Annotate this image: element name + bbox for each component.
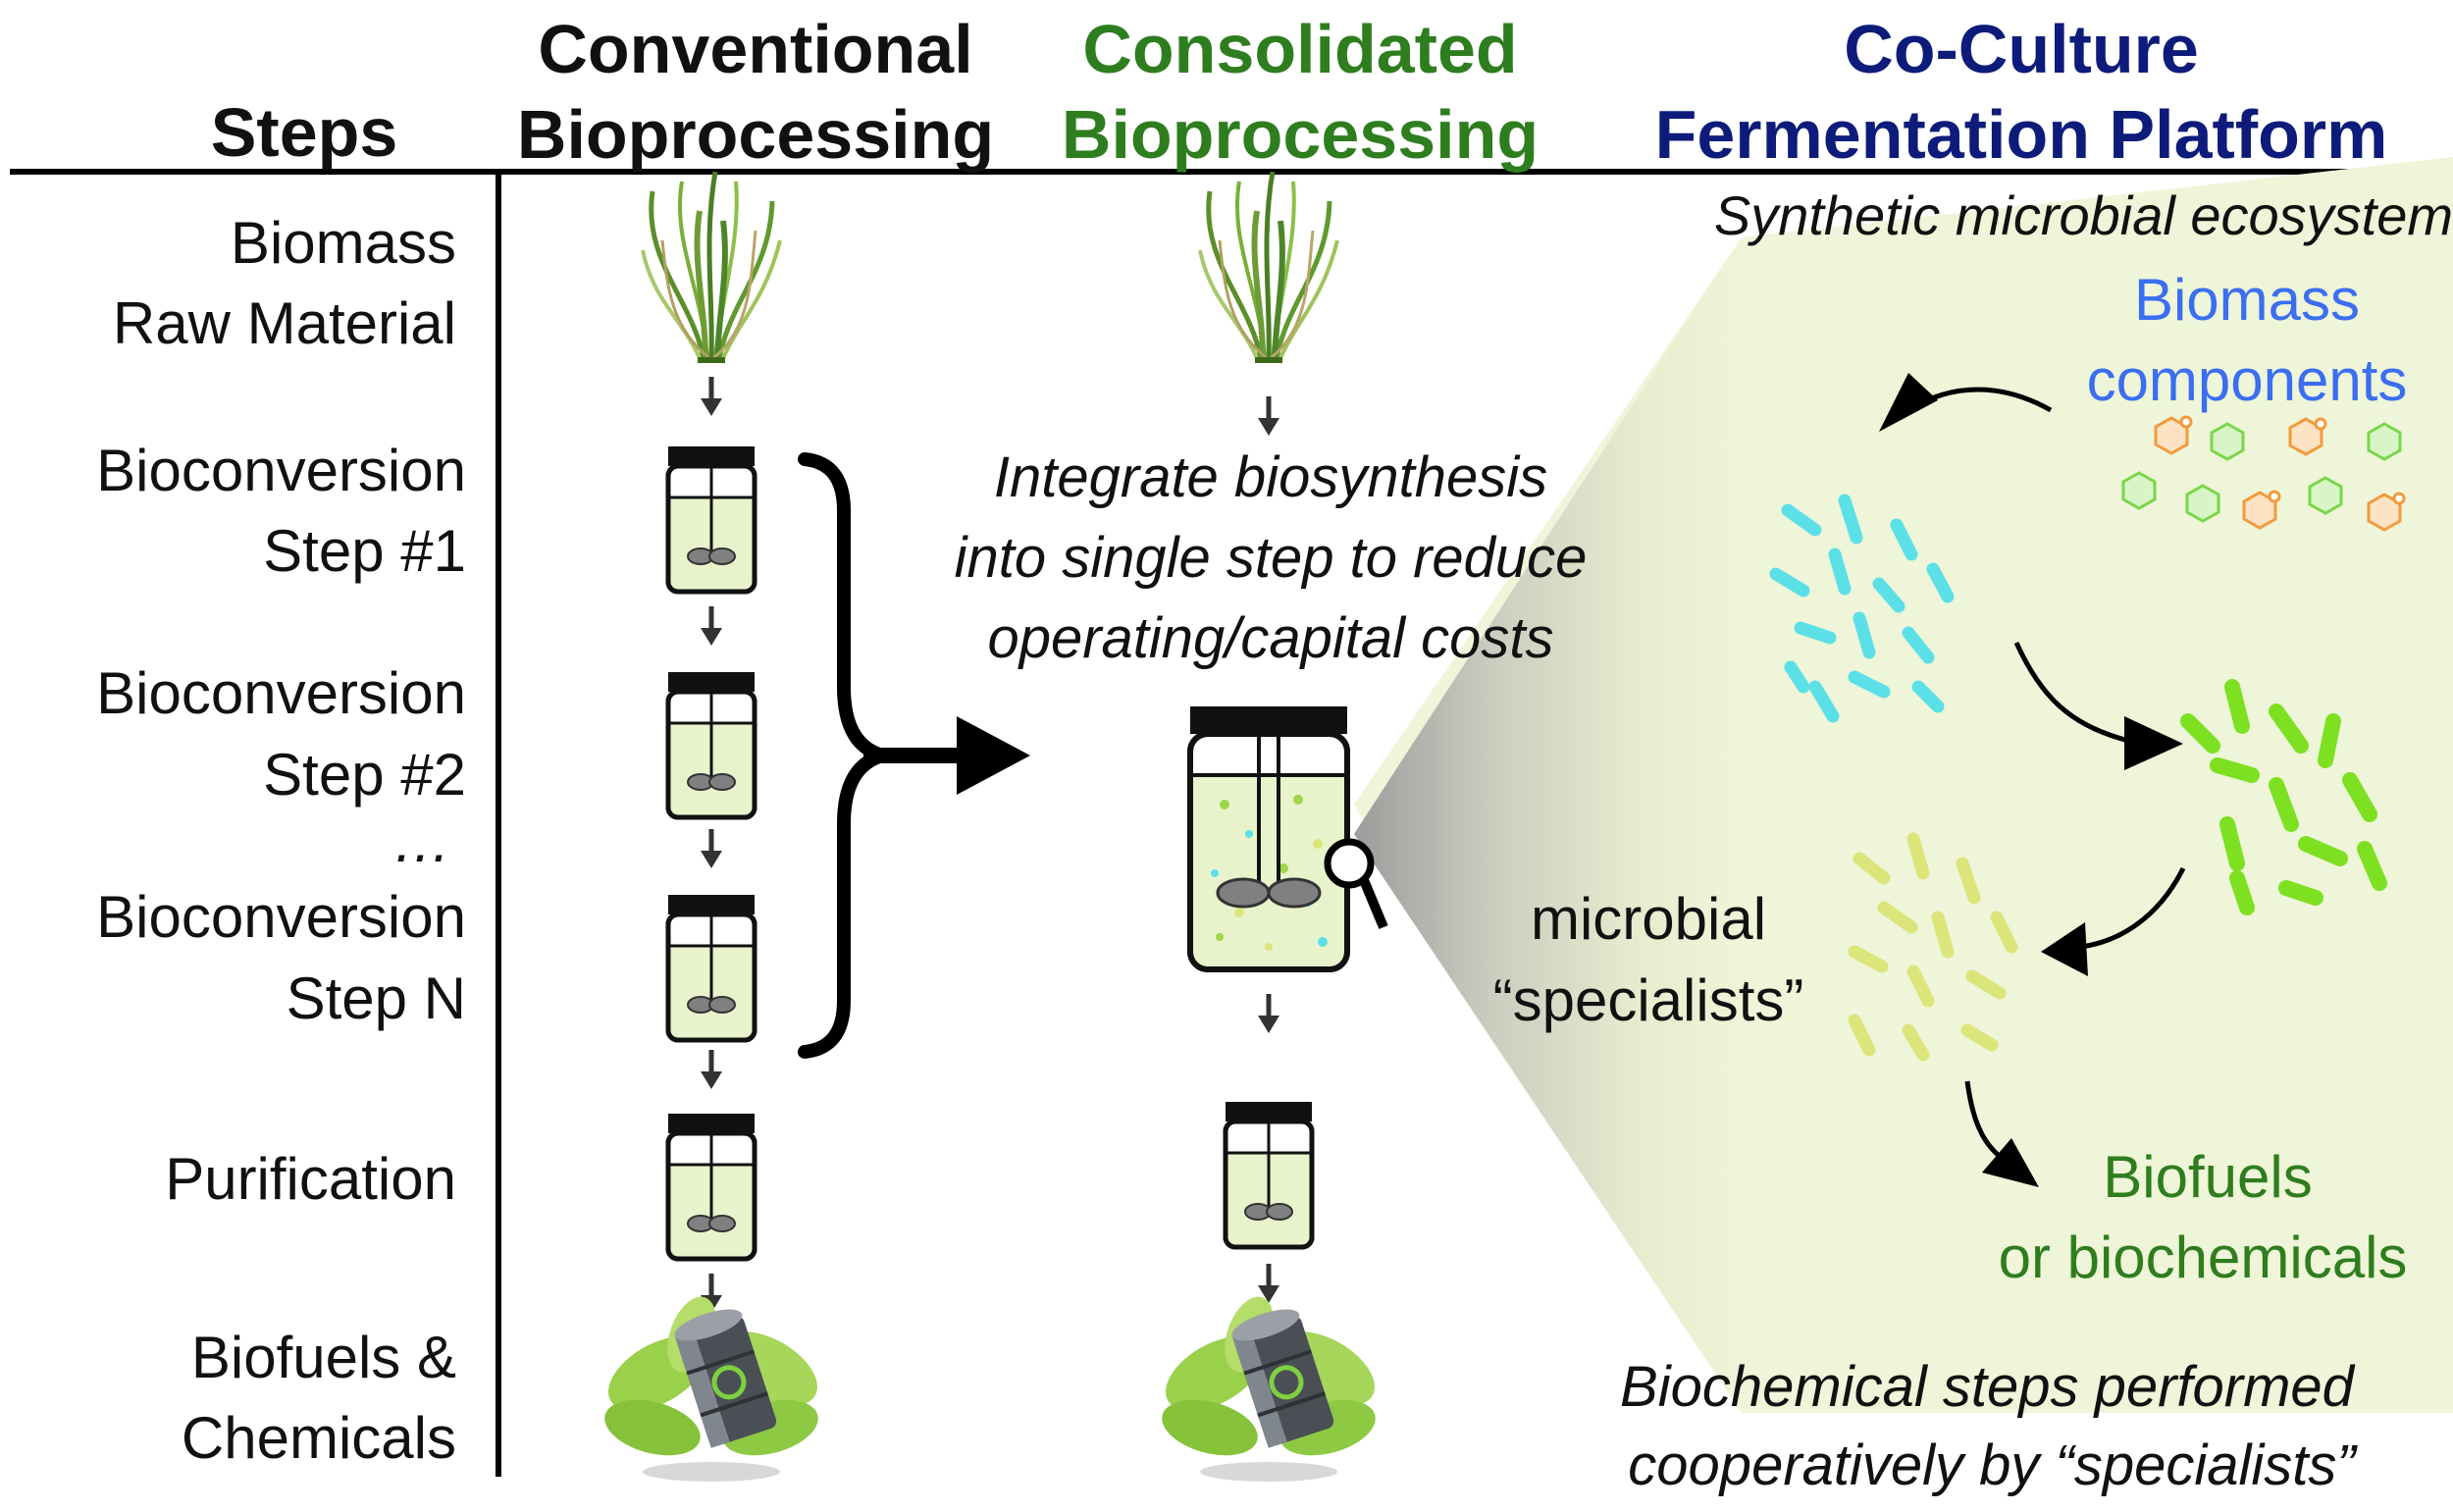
header-coculture-line2: Fermentation Platform bbox=[1654, 96, 2388, 173]
specialists-line1: microbial bbox=[1530, 886, 1767, 952]
magnifier-icon bbox=[1324, 838, 1388, 929]
step-bioconversion1-line1: Bioconversion bbox=[96, 438, 466, 503]
step-bioconversion1-line2: Step #1 bbox=[263, 518, 466, 584]
step-ellipsis: … bbox=[392, 808, 451, 874]
step-biomass-line2: Raw Material bbox=[112, 290, 456, 356]
step-bioconversion2-line2: Step #2 bbox=[263, 742, 466, 808]
header-steps: Steps bbox=[210, 94, 398, 171]
biomass-components-line2: components bbox=[2086, 347, 2408, 413]
header-conventional-line2: Bioprocessing bbox=[516, 96, 995, 173]
consolidated-note-line3: operating/capital costs bbox=[987, 606, 1554, 670]
footer-line1: Biochemical steps performed bbox=[1620, 1355, 2354, 1419]
step-bioconversionN-line2: Step N bbox=[286, 965, 466, 1031]
step-bioconversion2-line1: Bioconversion bbox=[96, 660, 466, 726]
consolidated-note-line2: into single step to reduce bbox=[954, 526, 1588, 590]
header-consolidated-line2: Bioprocessing bbox=[1061, 96, 1540, 173]
biomass-components-line1: Biomass bbox=[2133, 267, 2361, 333]
main-bioreactor bbox=[1187, 706, 1350, 972]
footer-line2: cooperatively by “specialists” bbox=[1628, 1434, 2356, 1497]
header-conventional-line1: Conventional bbox=[538, 11, 973, 87]
step-biofuels-line1: Biofuels & bbox=[190, 1325, 456, 1390]
consolidated-note-line1: Integrate biosynthesis bbox=[993, 445, 1548, 509]
step-biofuels-line2: Chemicals bbox=[181, 1405, 456, 1471]
step-bioconversionN-line1: Bioconversion bbox=[96, 884, 466, 950]
step-purification: Purification bbox=[165, 1146, 456, 1212]
header-coculture-line1: Co-Culture bbox=[1844, 11, 2199, 87]
step-biomass-line1: Biomass bbox=[230, 210, 456, 276]
products-line2: or biochemicals bbox=[1998, 1225, 2408, 1290]
ecosystem-title: Synthetic microbial ecosystem bbox=[1713, 184, 2453, 246]
products-line1: Biofuels bbox=[2103, 1144, 2313, 1210]
specialists-line2: “specialists” bbox=[1492, 967, 1804, 1033]
header-consolidated-line1: Consolidated bbox=[1082, 11, 1518, 87]
